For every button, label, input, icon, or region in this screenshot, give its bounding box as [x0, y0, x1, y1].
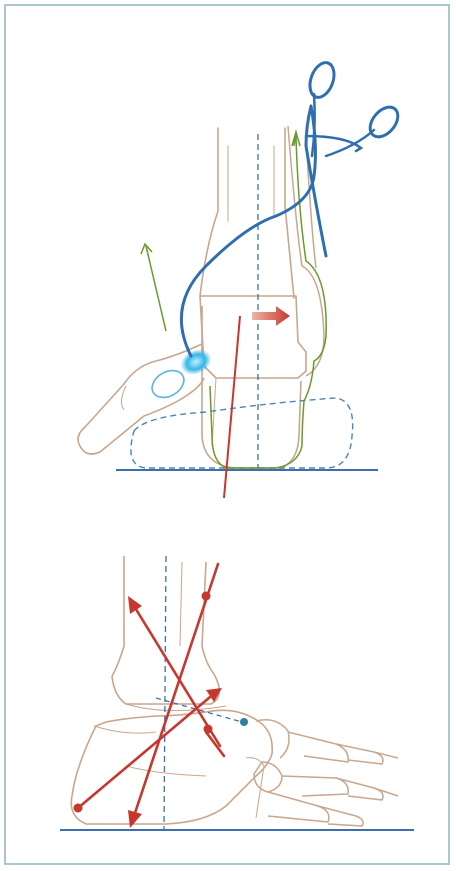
ankle-instrument-diagram [6, 6, 452, 526]
fibula-bone [288, 126, 324, 376]
leg-bones [112, 556, 214, 676]
pivot-point-icon [240, 718, 248, 726]
instrument-ring [147, 365, 188, 403]
foot-forces-panel [6, 526, 452, 867]
ankle-instrument-panel [6, 6, 452, 526]
calcaneus-bone [71, 710, 272, 824]
surgical-clamp-icon [181, 59, 403, 356]
foot-forces-diagram [6, 526, 452, 867]
axis-line-vertical [164, 556, 166, 830]
force-vectors [78, 564, 224, 828]
green-tendons [141, 132, 326, 468]
talus-calcaneus [200, 296, 306, 468]
forefoot-bones-lateral [246, 720, 398, 826]
figure-frame [4, 4, 450, 865]
